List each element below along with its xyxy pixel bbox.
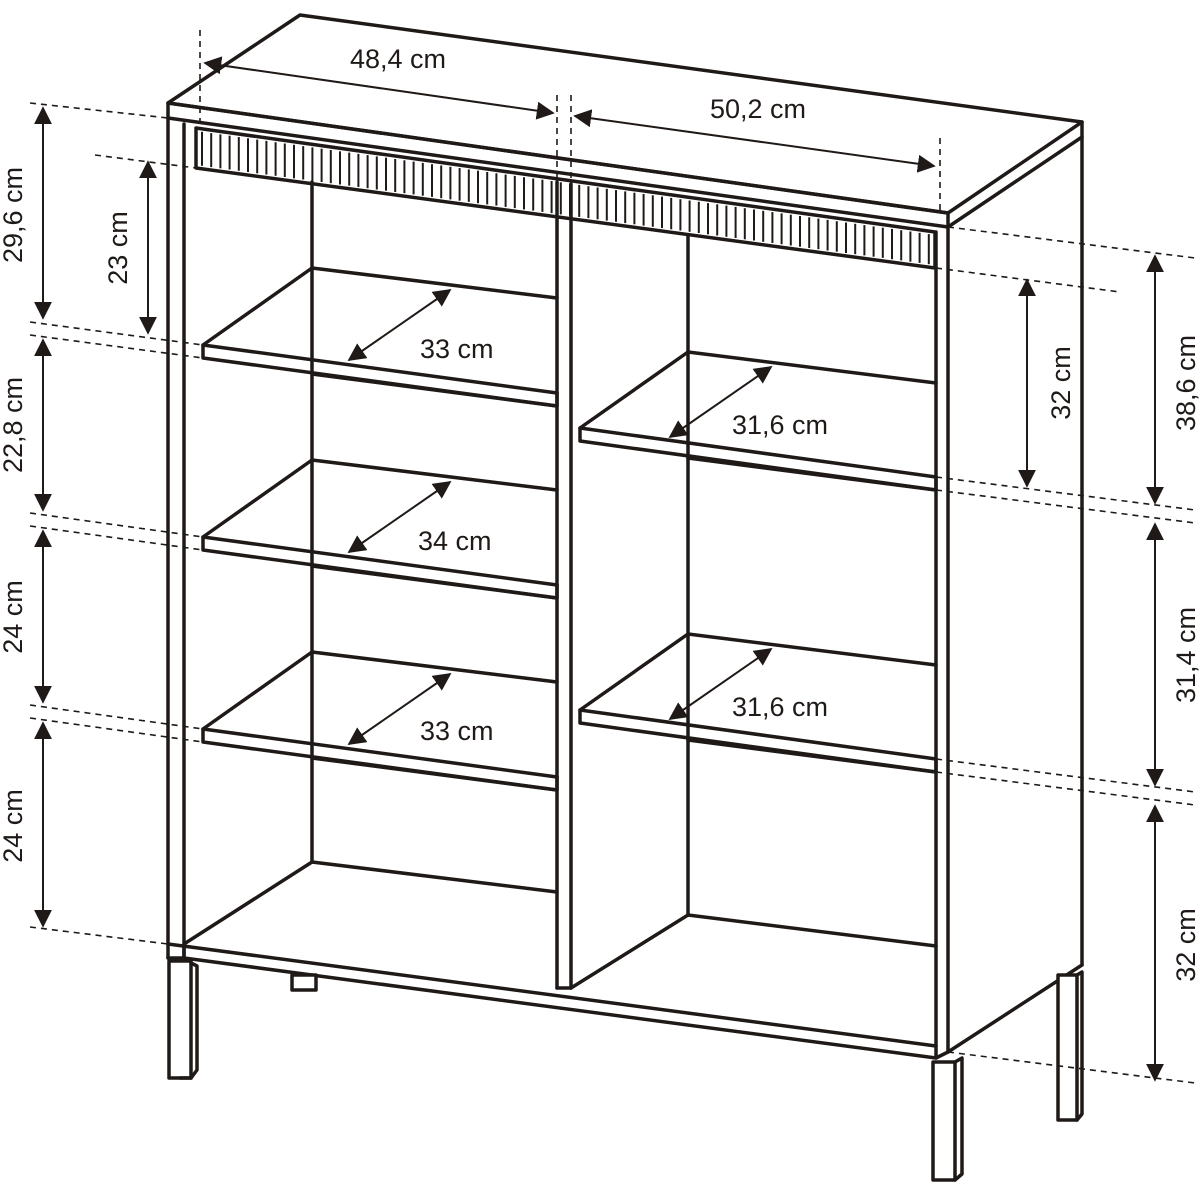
leg-front-right — [931, 1060, 957, 1182]
shelf-left-3 — [201, 650, 559, 792]
shelf-left-1 — [201, 266, 559, 408]
label-shelf-r2: 31,6 cm — [732, 692, 828, 722]
leg-back-left — [290, 973, 318, 992]
label-left-h1: 29,6 cm — [0, 167, 28, 263]
leg-back-right — [1056, 973, 1079, 1122]
label-left-h4: 24 cm — [0, 789, 28, 863]
label-left-h1-inner: 23 cm — [103, 211, 133, 285]
label-right-h1: 38,6 cm — [1171, 335, 1200, 431]
cabinet — [166, 13, 1084, 1182]
label-shelf-r1: 31,6 cm — [732, 410, 828, 440]
label-right-h3: 32 cm — [1171, 908, 1200, 982]
label-right-h1-inner: 32 cm — [1046, 346, 1076, 420]
legs — [167, 959, 1084, 1182]
leg-front-left — [167, 959, 193, 1080]
label-right-h2: 31,4 cm — [1171, 607, 1200, 703]
shelf-right-1 — [578, 350, 938, 492]
label-shelf-l1: 33 cm — [420, 334, 494, 364]
flute-lines — [201, 131, 930, 265]
dimension-labels: 48,4 cm 50,2 cm 29,6 cm 23 cm 22,8 cm 24… — [0, 44, 1200, 982]
label-width-right: 50,2 cm — [710, 94, 806, 124]
label-left-h2: 22,8 cm — [0, 377, 28, 473]
fluted-front-strip — [194, 126, 937, 270]
shelf-right-2 — [578, 632, 938, 774]
shelf-left-2 — [201, 458, 559, 600]
label-left-h3: 24 cm — [0, 580, 28, 654]
label-shelf-l3: 33 cm — [420, 716, 494, 746]
dimension-arrows — [34, 56, 1164, 1082]
label-width-left: 48,4 cm — [350, 44, 446, 74]
label-shelf-l2: 34 cm — [418, 526, 492, 556]
